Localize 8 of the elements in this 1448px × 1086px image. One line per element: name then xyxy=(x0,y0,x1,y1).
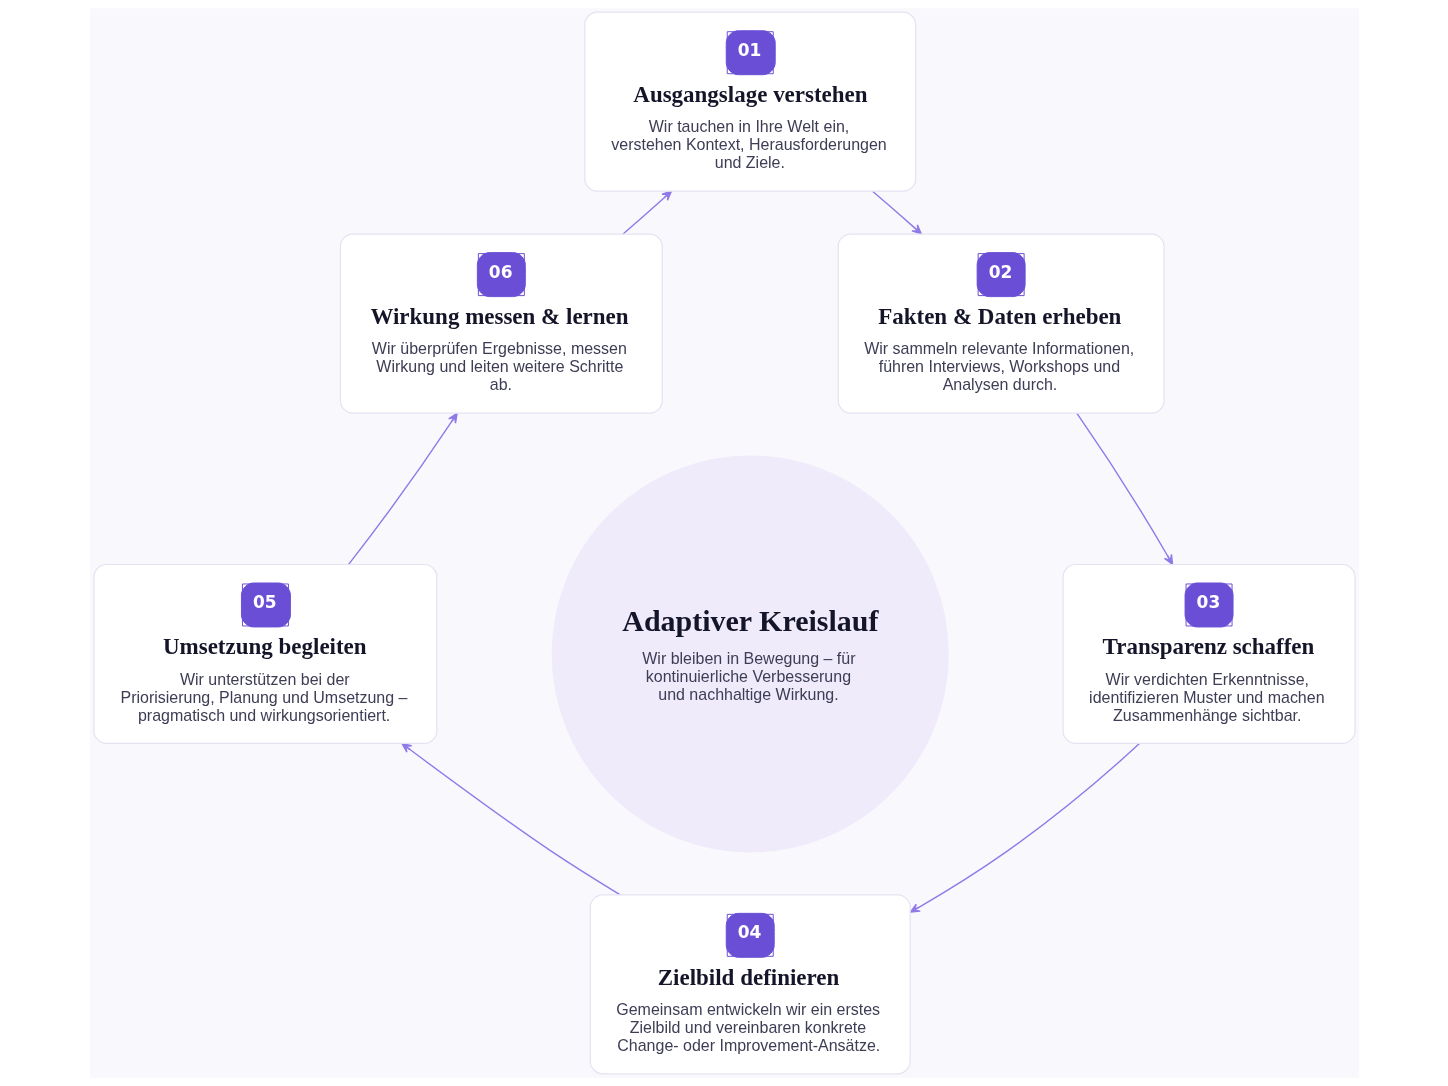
node-box: 01 Ausgangslage verstehen Wir tauchen in Ihre Welt ein, verstehen Kontext, Herausforderungen und Ziele. xyxy=(583,11,916,192)
node-box: 05 Umsetzung begleiten Wir unterstützen bei der Priorisierung, Planung und Umsetzung – pragmatisch und wirkungsorientiert. xyxy=(92,563,437,744)
node-box: 02 Fakten & Daten erheben Wir sammeln relevante Informationen, führen Interviews, Workshops und Analysen durch. xyxy=(837,233,1165,414)
node-box: 06 Wirkung messen & lernen Wir überprüfen Ergebnisse, messen Wirkung und leiten weitere Schritte ab. xyxy=(339,233,663,414)
node-box: 03 Transparenz schaffen Wir verdichten Erkenntnisse, identifizieren Muster und machen Zusammenhänge sichtbar. xyxy=(1062,563,1356,744)
arrow xyxy=(621,190,672,235)
node-circle: Adaptiver Kreislauf Wir bleiben in Bewegung – für kontinuierliche Verbesserung und nachhaltige Wirkung. xyxy=(551,455,949,853)
node-box: 04 Zielbild definieren Gemeinsam entwickeln wir ein erstes Zielbild und vereinbaren konkrete Change- oder Improvement-Ansätze. xyxy=(589,894,911,1075)
